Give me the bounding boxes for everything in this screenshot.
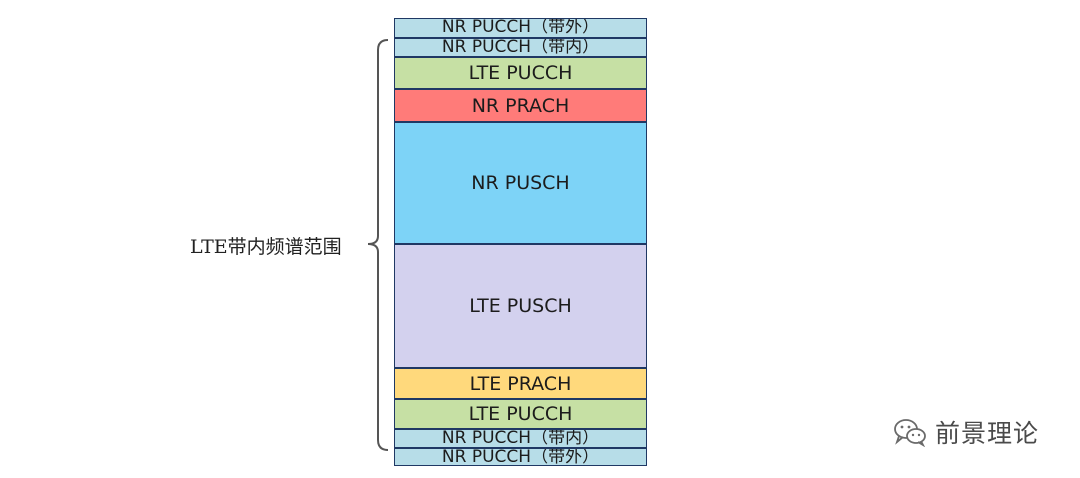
block-nr-pucch-outband-top: NR PUCCH（带外） <box>394 18 647 38</box>
block-lte-pucch-bottom: LTE PUCCH <box>394 399 647 429</box>
block-nr-pucch-inband-bottom: NR PUCCH（带内） <box>394 429 647 448</box>
block-nr-pucch-outband-bottom: NR PUCCH（带外） <box>394 448 647 466</box>
block-lte-prach: LTE PRACH <box>394 368 647 399</box>
block-nr-pusch: NR PUSCH <box>394 122 647 244</box>
block-nr-pucch-inband-top: NR PUCCH（带内） <box>394 38 647 57</box>
block-lte-pucch-top: LTE PUCCH <box>394 57 647 89</box>
range-label: LTE带内频谱范围 <box>190 236 342 258</box>
watermark-text: 前景理论 <box>935 419 1040 448</box>
wechat-icon <box>894 419 926 447</box>
block-lte-pusch: LTE PUSCH <box>394 244 647 368</box>
range-brace <box>367 39 389 451</box>
block-nr-prach: NR PRACH <box>394 89 647 122</box>
watermark: 前景理论 <box>893 414 1039 450</box>
